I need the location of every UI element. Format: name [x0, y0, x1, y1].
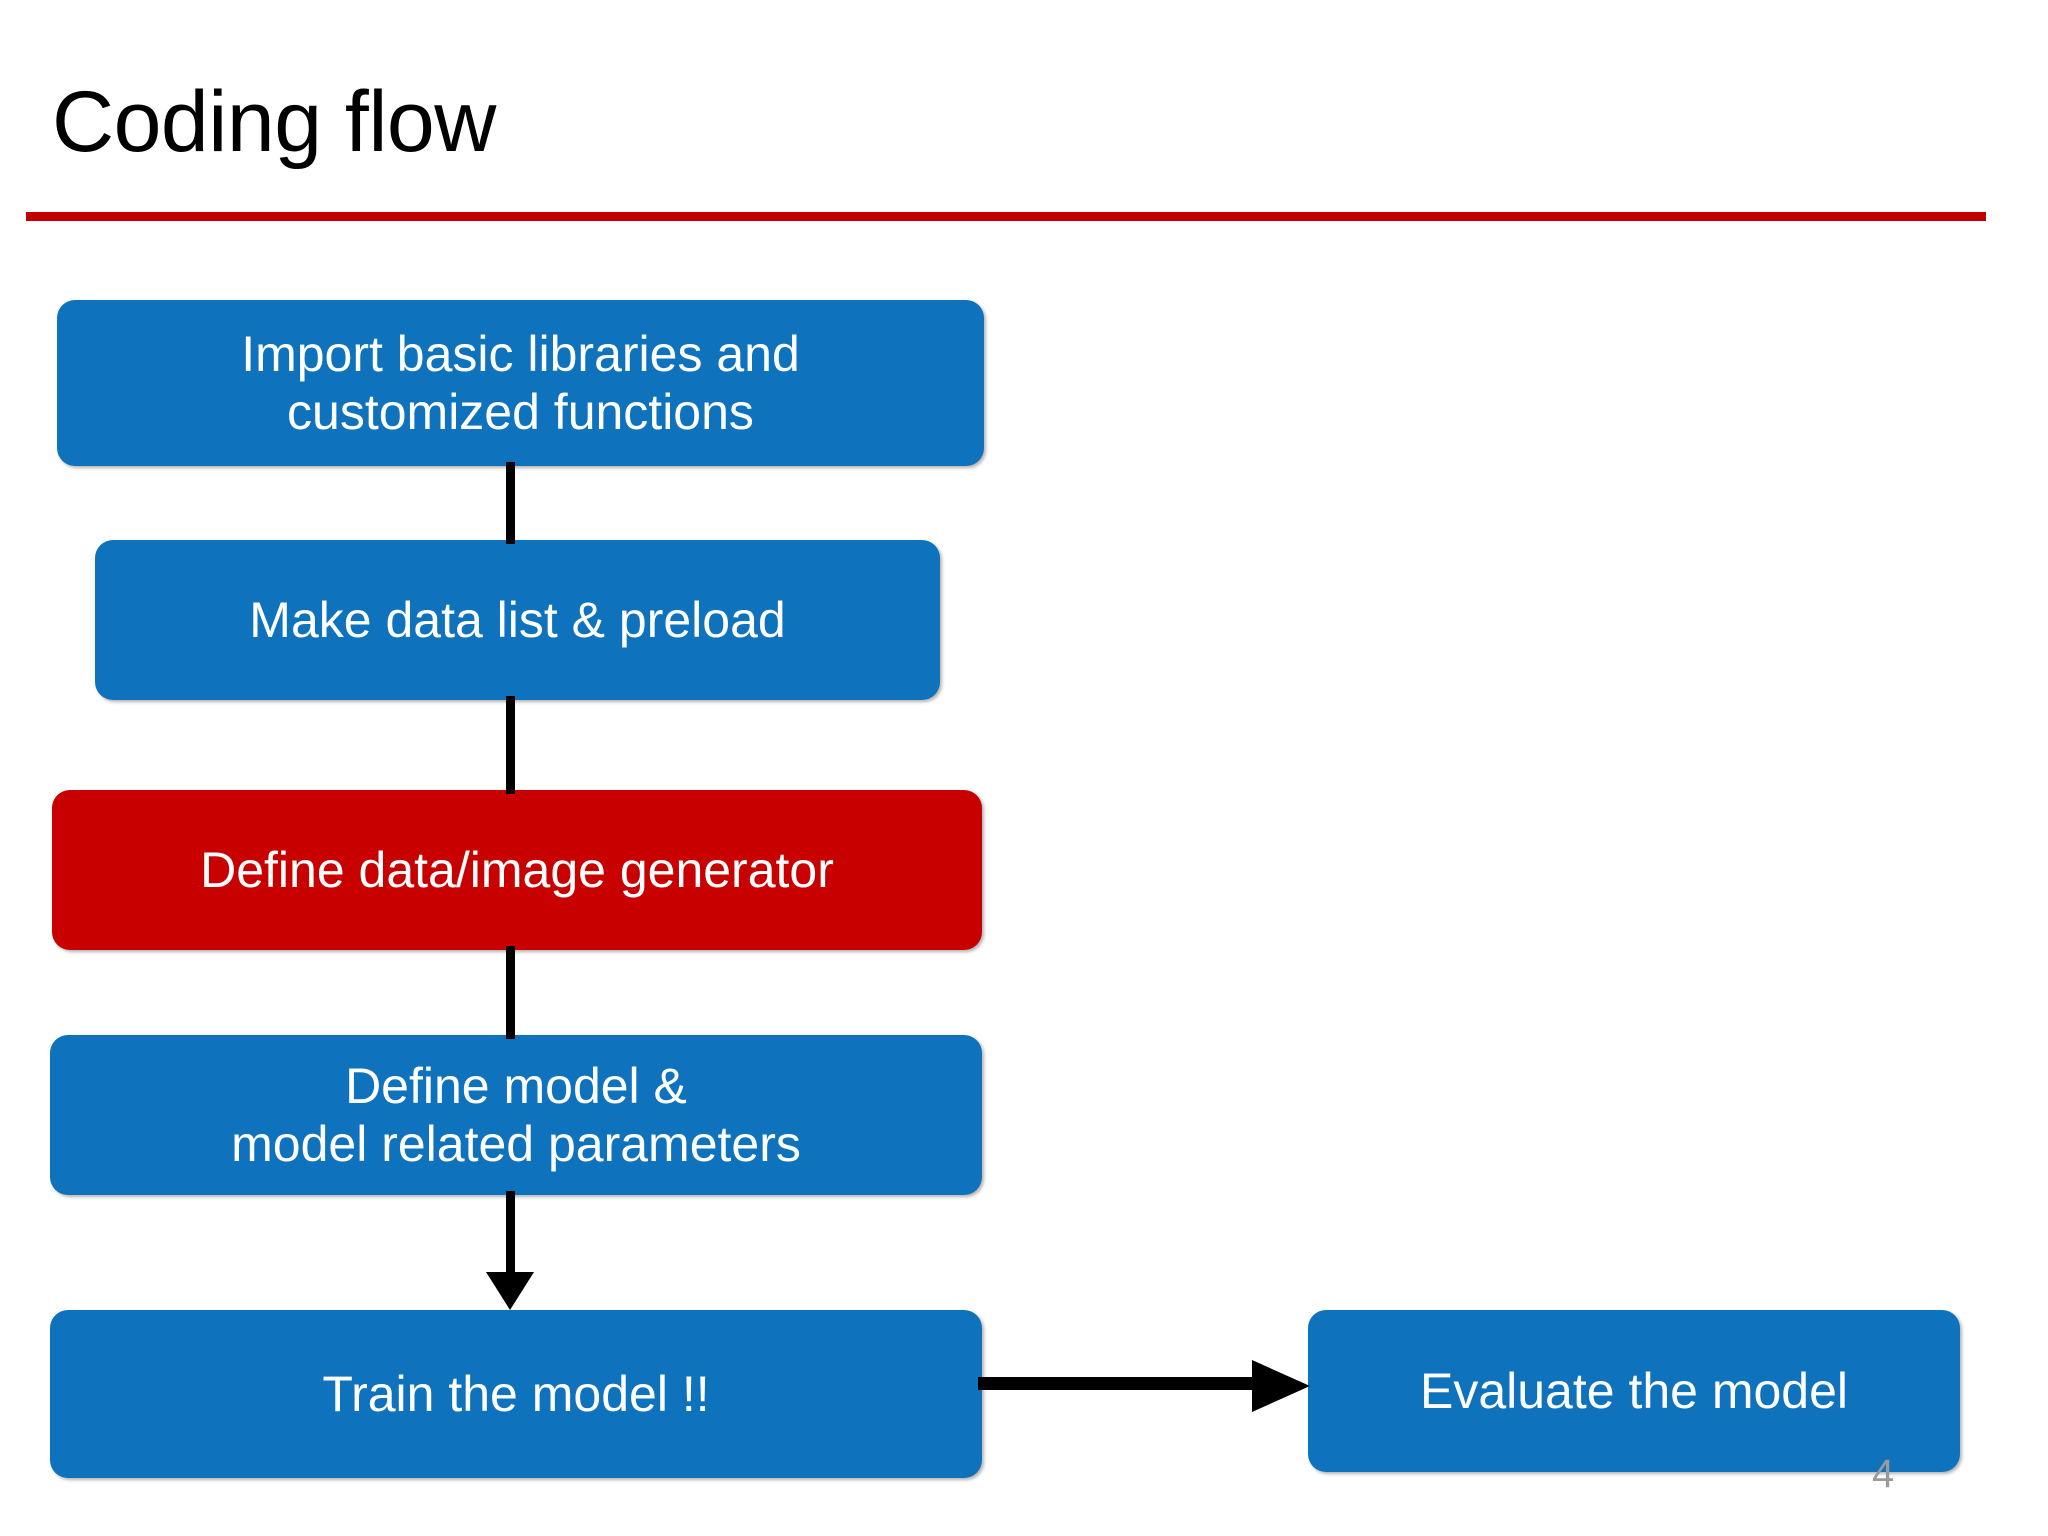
connector-generator-to-model [506, 946, 515, 1039]
flow-node-define-model[interactable]: Define model & model related parameters [50, 1035, 982, 1195]
arrowhead-down-icon [486, 1272, 534, 1310]
connector-import-to-datalist [506, 462, 515, 544]
page-title: Coding flow [52, 74, 496, 170]
arrowhead-right-icon [1252, 1360, 1310, 1412]
flow-node-define-generator[interactable]: Define data/image generator [52, 790, 982, 950]
title-divider-rule [26, 212, 1986, 221]
connector-train-to-evaluate [978, 1377, 1260, 1390]
flow-node-train-model[interactable]: Train the model !! [50, 1310, 982, 1478]
flow-node-make-data-list[interactable]: Make data list & preload [95, 540, 940, 700]
slide-page-number: 4 [1872, 1452, 1895, 1496]
flow-node-evaluate-model[interactable]: Evaluate the model [1308, 1310, 1960, 1472]
flow-node-import-libraries[interactable]: Import basic libraries and customized fu… [57, 300, 984, 466]
connector-datalist-to-generator [506, 696, 515, 794]
connector-model-to-train [506, 1191, 515, 1281]
